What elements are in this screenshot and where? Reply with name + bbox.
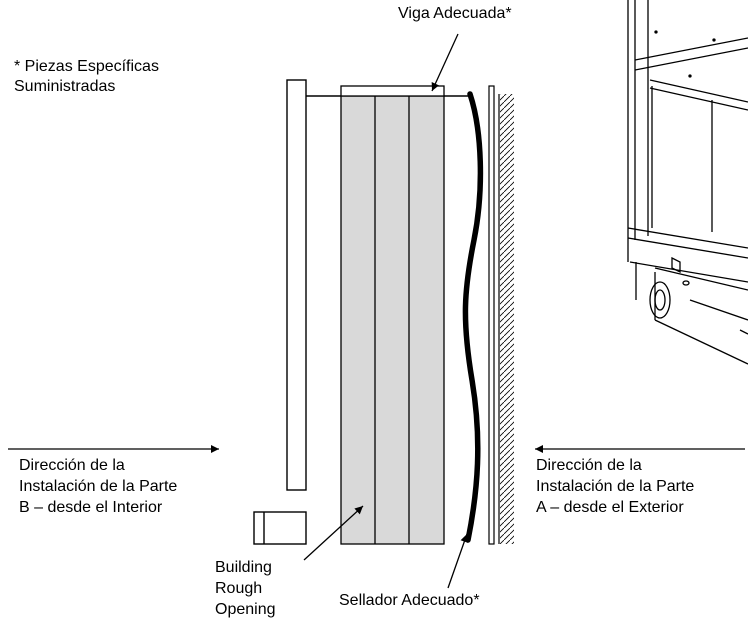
- sealant-label: Sellador Adecuado*: [339, 592, 480, 609]
- part-b-direction-line3: B – desde el Interior: [19, 499, 163, 516]
- exterior-wall: [488, 85, 514, 545]
- rough-opening-label-line2: Rough: [215, 580, 263, 597]
- sealant-leader: [447, 533, 469, 589]
- rough-opening-label-line1: Building: [215, 559, 272, 576]
- supplied-parts-note-line1: * Piezas Específicas: [14, 58, 159, 75]
- part-b-direction-line1: Dirección de la: [19, 457, 125, 474]
- part-a-direction-line3: A – desde el Exterior: [536, 499, 684, 516]
- rough-opening-studs: [340, 85, 445, 545]
- part-b-direction-line2: Instalación de la Parte: [19, 478, 178, 495]
- unit-cabinet: [627, 0, 748, 365]
- sealant-bead: [462, 91, 484, 543]
- beam-label: Viga Adecuada*: [398, 5, 512, 22]
- opening-leader: [303, 505, 364, 561]
- rough-opening-label-line3: Opening: [215, 601, 276, 618]
- supplied-parts-note-line2: Suministradas: [14, 78, 116, 95]
- beam-leader: [431, 33, 459, 92]
- part-a-direction-line1: Dirección de la: [536, 457, 642, 474]
- part-a-direction-line2: Instalación de la Parte: [536, 478, 695, 495]
